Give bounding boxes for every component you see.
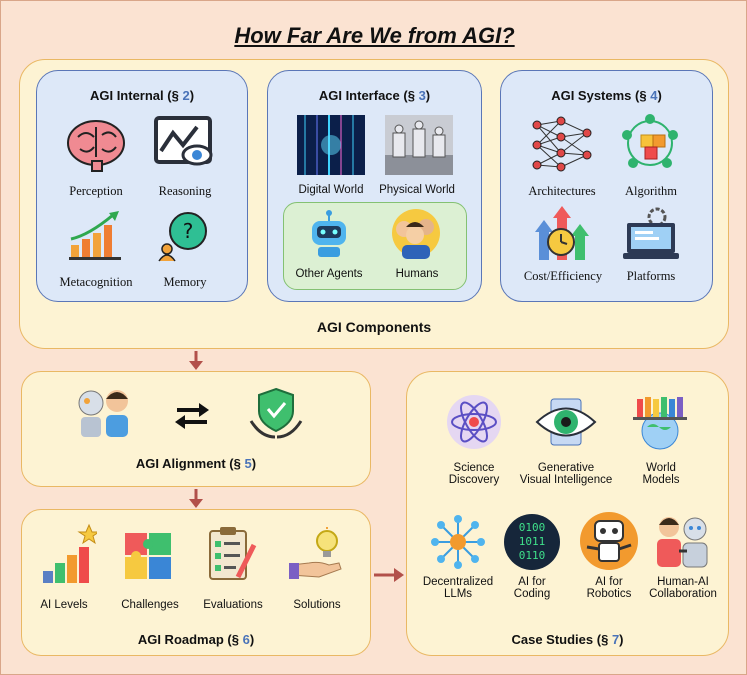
binary-code-icon: 0100 1011 0110 (504, 514, 560, 570)
atom-icon (447, 395, 501, 449)
reasoning-monitor-icon (154, 116, 213, 166)
agi-components-caption: AGI Components (316, 319, 432, 335)
neural-network-icon (532, 116, 592, 172)
label-metacognition: Metacognition (59, 275, 133, 289)
section-ref: 5 (244, 456, 252, 471)
svg-text:0110: 0110 (519, 549, 546, 562)
label-reasoning: Reasoning (158, 184, 212, 198)
section-ref: 4 (650, 88, 658, 103)
robot-icon (312, 210, 346, 257)
shield-hands-icon (249, 387, 303, 439)
arrow-alignment-to-roadmap (189, 489, 203, 508)
label-digital-world: Digital World (298, 184, 364, 196)
agi-alignment-box (21, 371, 371, 487)
decentralized-network-icon (431, 515, 485, 569)
swap-arrows-icon (175, 403, 209, 429)
label-challenges: Challenges (121, 599, 179, 611)
world-models-icon (633, 397, 687, 450)
robot-arm-icon (580, 512, 638, 570)
svg-text:0100: 0100 (519, 521, 546, 534)
agi-internal-box (36, 70, 248, 302)
brain-icon (67, 120, 125, 172)
label-perception: Perception (69, 184, 123, 198)
ai-human-pair-icon (78, 390, 128, 437)
digital-world-image (297, 115, 365, 175)
question-bubble-icon: ? (158, 212, 207, 262)
cost-efficiency-icon (535, 206, 589, 260)
case-studies-title: Case Studies (§ 7) (511, 632, 624, 647)
agi-systems-title: AGI Systems (§ 4) (551, 88, 662, 103)
label-algorithm: Algorithm (624, 184, 678, 198)
section-ref: 6 (242, 632, 250, 647)
agi-internal-title: AGI Internal (§ 2) (89, 88, 195, 103)
ai-levels-icon (43, 523, 97, 583)
page-title: How Far Are We from AGI? (234, 23, 515, 48)
label-ai-levels: AI Levels (40, 599, 88, 611)
section-ref: 3 (418, 88, 426, 103)
checklist-icon (209, 527, 257, 580)
algorithm-cubes-icon (622, 114, 678, 168)
agents-humans-box (283, 202, 467, 290)
idea-hand-icon (289, 527, 342, 579)
svg-text:1011: 1011 (519, 535, 546, 548)
platforms-laptop-icon (623, 207, 679, 259)
agi-interface-title: AGI Interface (§ 3) (318, 88, 431, 103)
arrow-components-to-alignment (189, 351, 203, 370)
vision-eye-icon (535, 398, 597, 446)
label-architectures: Architectures (528, 184, 596, 198)
human-ai-collab-icon (657, 517, 708, 568)
agi-roadmap-title: AGI Roadmap (§ 6) (137, 632, 255, 647)
humans-group-icon (392, 209, 440, 259)
agi-alignment-title: AGI Alignment (§ 5) (135, 456, 257, 471)
growth-chart-icon (69, 211, 121, 260)
physical-world-image (385, 115, 453, 175)
label-evaluations: Evaluations (203, 599, 263, 611)
label-humans: Humans (395, 268, 439, 280)
section-ref: 7 (611, 632, 620, 647)
label-cost-efficiency: Cost/Efficiency (523, 269, 603, 283)
label-memory: Memory (163, 275, 207, 289)
section-ref: 2 (182, 88, 190, 103)
svg-text:?: ? (183, 219, 194, 243)
label-solutions: Solutions (293, 599, 341, 611)
label-other-agents: Other Agents (295, 268, 363, 280)
label-platforms: Platforms (626, 269, 676, 283)
puzzle-icon (125, 533, 171, 579)
arrow-roadmap-to-cases (374, 568, 404, 582)
label-physical-world: Physical World (379, 184, 455, 196)
agi-systems-box (500, 70, 713, 302)
